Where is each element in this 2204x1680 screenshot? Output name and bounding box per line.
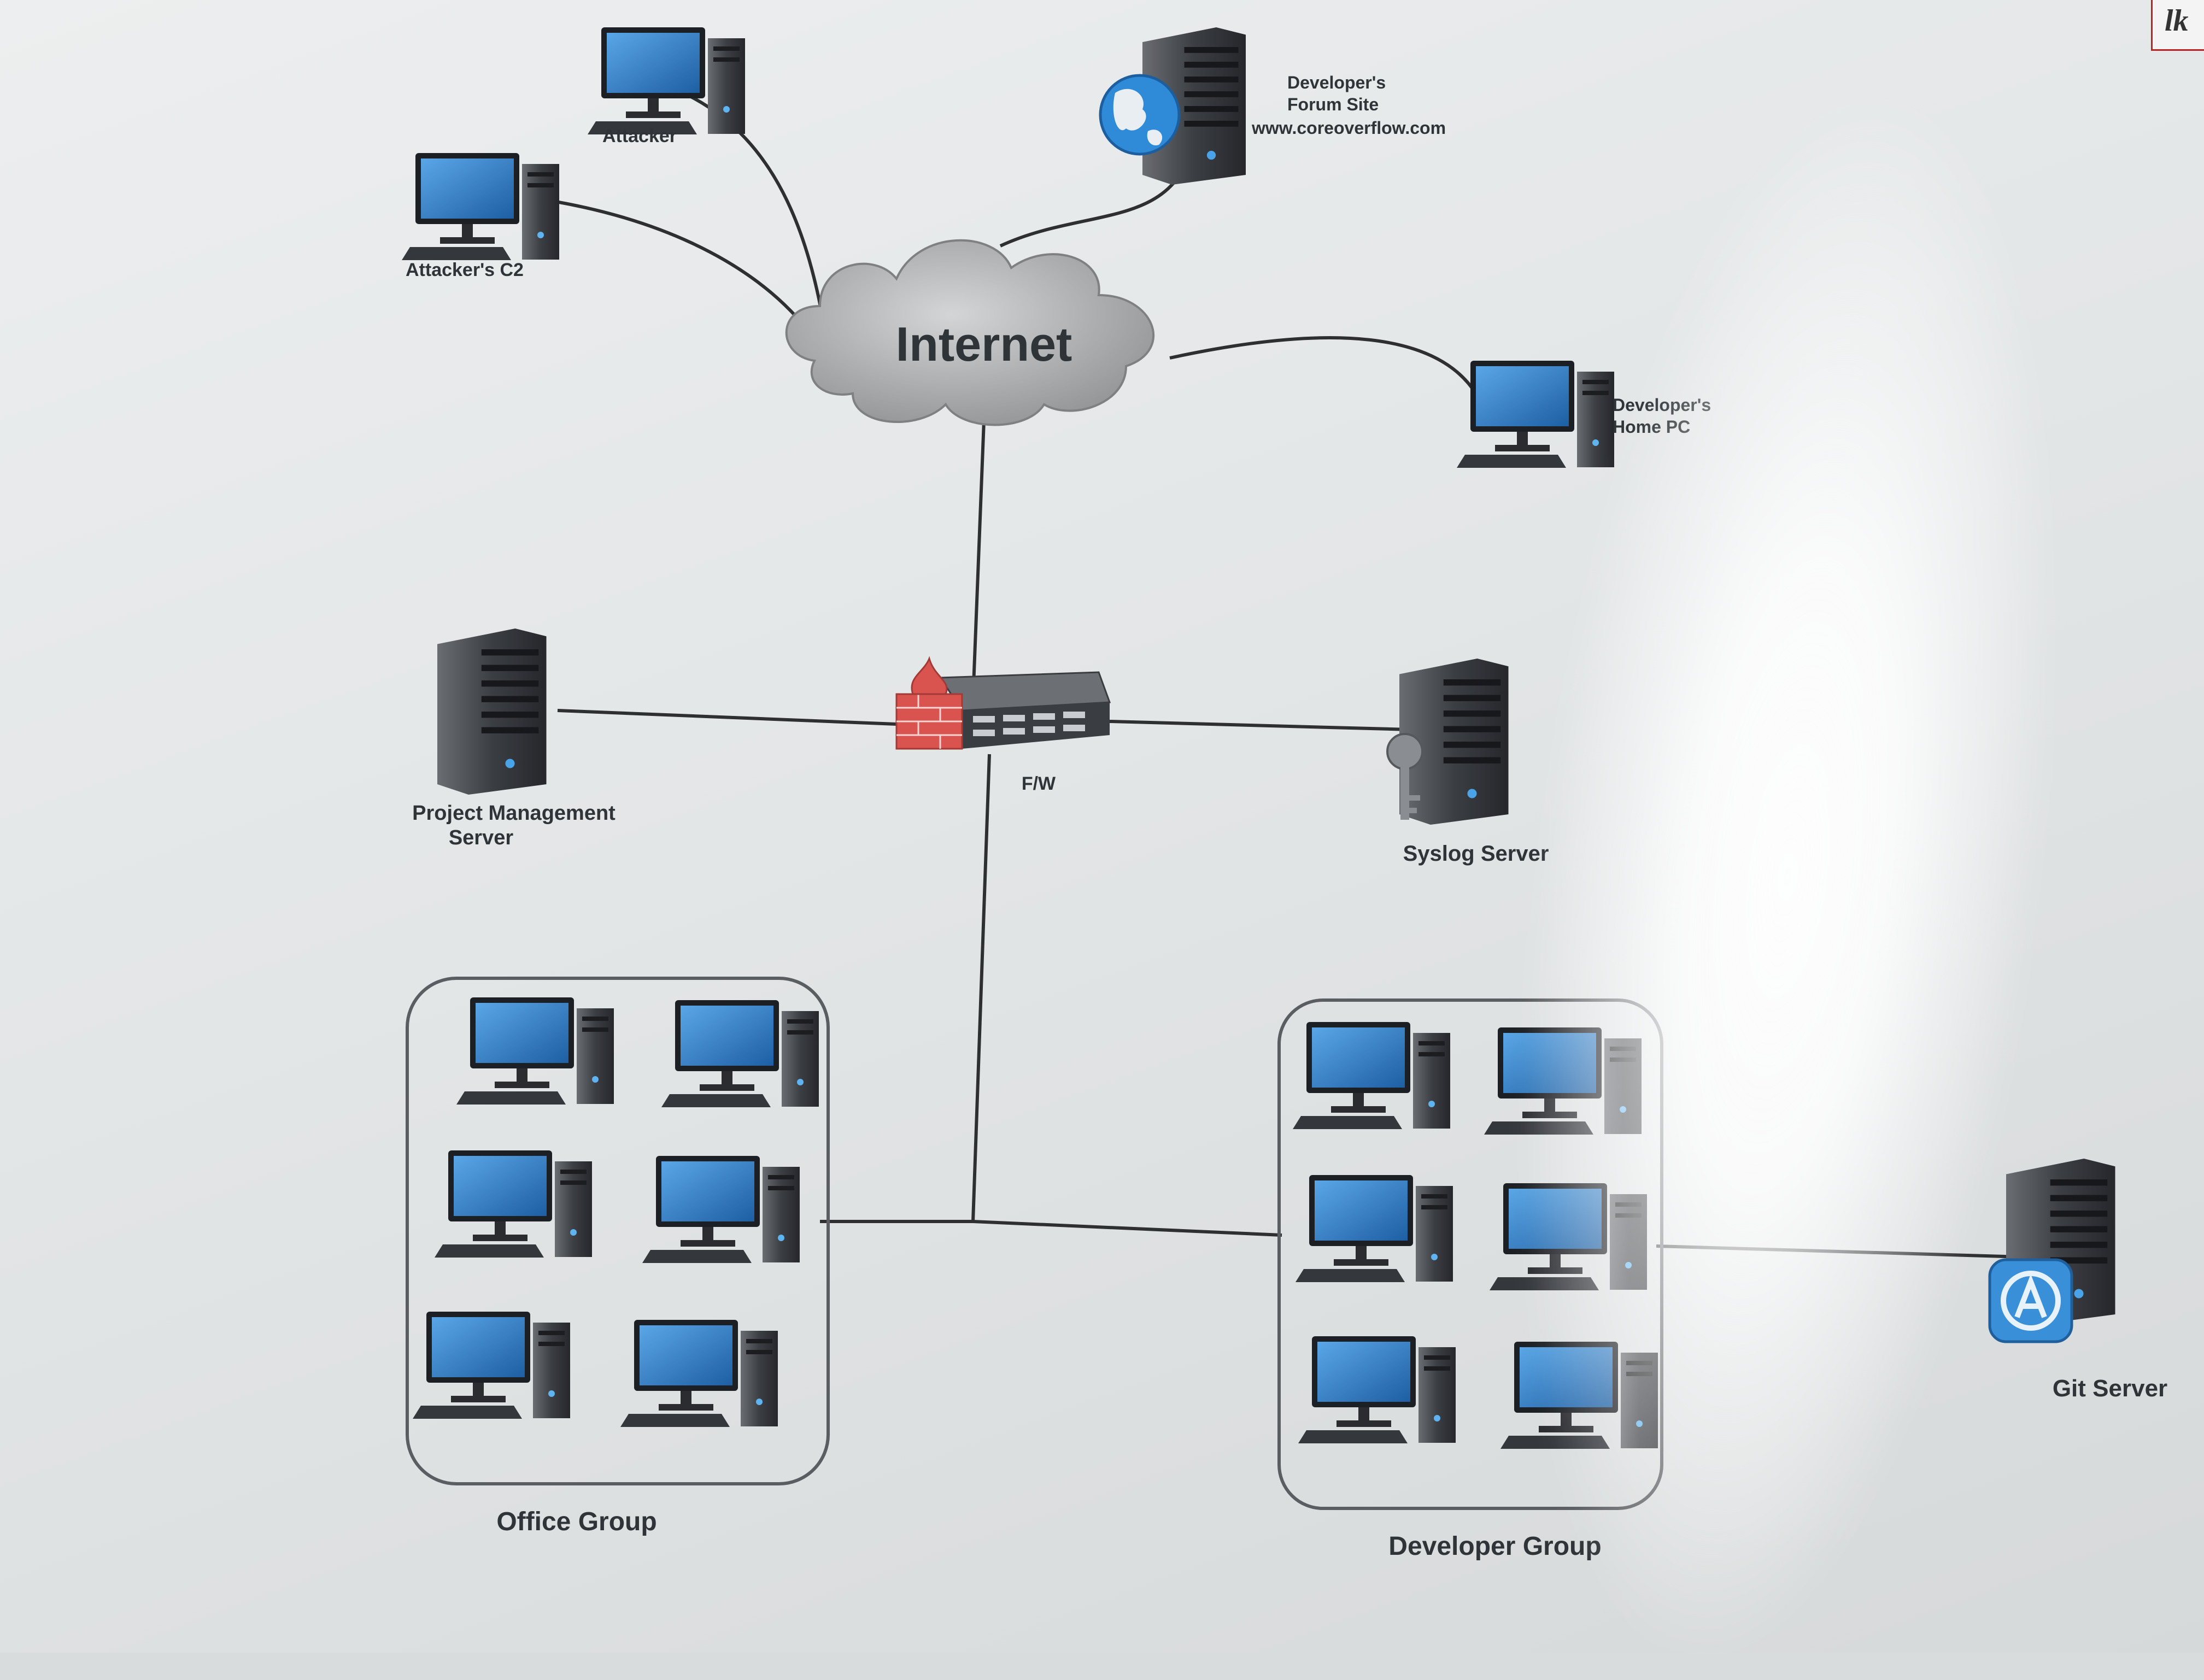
link-developer-git xyxy=(1656,1244,2023,1259)
developer-pc-icon xyxy=(1298,1336,1456,1443)
link-firewall-syslog xyxy=(1109,720,1411,731)
office-pc-icon xyxy=(642,1156,800,1263)
office-group-label: Office Group xyxy=(496,1507,656,1536)
developer-home-pc-icon xyxy=(1457,361,1614,468)
link-internet-firewall xyxy=(971,420,986,700)
git-badge-icon xyxy=(1988,1258,2073,1343)
office-pc-icon xyxy=(456,997,614,1105)
syslog-label: Syslog Server xyxy=(1403,842,1549,866)
corner-mark-text: lk xyxy=(2165,4,2189,38)
developer-group-label: Developer Group xyxy=(1388,1532,1601,1561)
office-group xyxy=(406,977,830,1485)
developer-pc-icon xyxy=(1296,1175,1453,1282)
key-icon xyxy=(1386,733,1423,820)
developer-home-label-line1: Developer's xyxy=(1613,395,1711,415)
developer-pc-icon xyxy=(1490,1183,1647,1290)
firewall-icon xyxy=(939,671,1111,749)
link-c2-internet xyxy=(524,195,816,340)
project-management-server-icon xyxy=(437,628,547,795)
link-pm-firewall xyxy=(557,709,897,726)
attacker-c2-label: Attacker's C2 xyxy=(406,260,524,280)
link-internet-devhome xyxy=(1169,336,1478,395)
office-pc-icon xyxy=(661,1000,819,1107)
internet-label: Internet xyxy=(896,317,1072,371)
office-pc-icon xyxy=(413,1312,570,1419)
link-trunk-developer xyxy=(972,1220,1282,1237)
forum-label-line2: Forum Site xyxy=(1287,95,1379,114)
project-management-label-line1: Project Management xyxy=(412,802,616,825)
forum-label-line1: Developer's xyxy=(1287,73,1386,92)
link-attacker-internet xyxy=(682,91,827,334)
forum-label-url: www.coreoverflow.com xyxy=(1251,118,1446,138)
developer-pc-icon xyxy=(1484,1027,1642,1135)
office-pc-icon xyxy=(435,1150,592,1258)
attacker-pc-icon xyxy=(588,27,745,134)
corner-mark: lk xyxy=(2151,0,2204,51)
attacker-c2-pc-icon xyxy=(402,153,559,260)
git-server-label: Git Server xyxy=(2053,1375,2167,1402)
internet-cloud: Internet xyxy=(785,239,1155,426)
attacker-label: Attacker xyxy=(602,126,677,146)
firewall-label: F/W xyxy=(1022,773,1056,794)
firewall-brick-icon xyxy=(895,656,963,750)
network-links xyxy=(524,91,2023,1259)
developer-pc-icon xyxy=(1293,1022,1450,1129)
developer-pc-icon xyxy=(1500,1342,1658,1449)
office-pc-icon xyxy=(620,1320,778,1427)
developer-home-label-line2: Home PC xyxy=(1613,417,1690,437)
developer-group xyxy=(1277,998,1663,1510)
globe-icon xyxy=(1099,74,1181,156)
project-management-label-line2: Server xyxy=(449,826,514,849)
link-firewall-trunk xyxy=(971,754,991,1222)
